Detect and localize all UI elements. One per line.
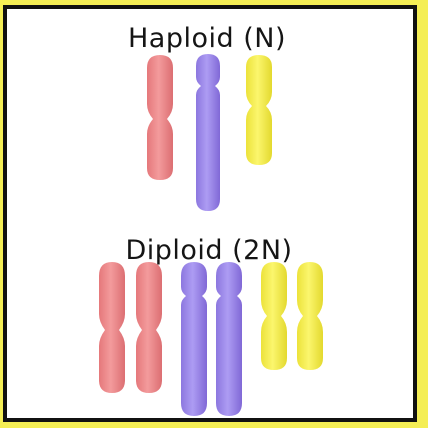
diploid-purple-chromosome-1 xyxy=(181,262,207,416)
diploid-red-chromosome-1 xyxy=(99,262,125,393)
haploid-purple-chromosome xyxy=(196,54,220,211)
diploid-yellow-chromosome-2 xyxy=(297,262,323,370)
haploid-yellow-chromosome xyxy=(246,55,272,165)
diploid-purple-chromosome-2 xyxy=(216,262,242,416)
haploid-red-chromosome xyxy=(147,55,173,180)
diploid-yellow-chromosome-1 xyxy=(261,262,287,370)
diploid-red-chromosome-2 xyxy=(136,262,162,393)
